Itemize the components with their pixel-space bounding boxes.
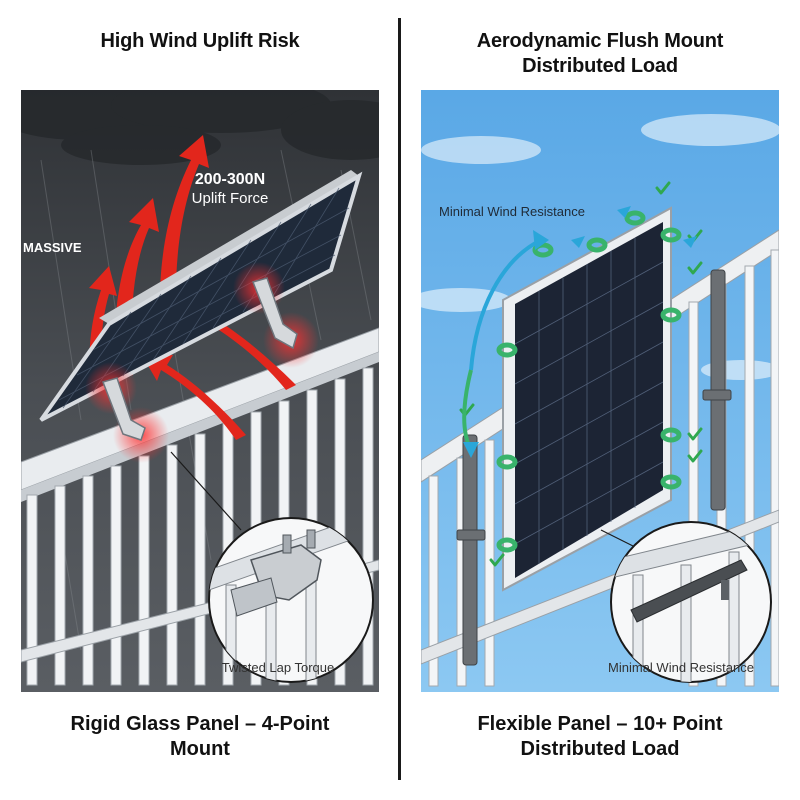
right-caption-line1: Flexible Panel – 10+ Point [477, 713, 723, 735]
force-callout: 200-300N Uplift Force [175, 170, 285, 208]
massive-label: MASSIVE [23, 240, 82, 255]
check-icon [687, 261, 703, 275]
inset-callout-line [170, 451, 242, 531]
check-icon [687, 427, 703, 441]
right-caption: Flexible Panel – 10+ Point Distributed L… [410, 712, 790, 762]
check-icon [655, 181, 671, 195]
railing-top-rail [21, 327, 379, 491]
flexible-panel-scene [421, 90, 779, 692]
right-inset-label: Minimal Wind Resistance [608, 660, 754, 675]
right-title-line2: Distributed Load [522, 55, 678, 77]
wind-arrow-1 [469, 238, 542, 371]
green-clips [496, 210, 682, 553]
right-caption-line2: Distributed Load [520, 738, 680, 760]
right-title: Aerodynamic Flush Mount Distributed Load [410, 29, 790, 79]
rigid-panel-scene [21, 90, 379, 692]
left-title-text: High Wind Uplift Risk [100, 30, 300, 52]
left-title: High Wind Uplift Risk [10, 29, 390, 54]
check-icon [489, 553, 505, 567]
wind-arrowheads [463, 206, 697, 458]
bracket-1 [102, 377, 146, 441]
check-icon [687, 449, 703, 463]
force-label: Uplift Force [191, 190, 269, 207]
railing-top-rail-side [21, 352, 379, 502]
rigid-solar-panel [39, 170, 363, 422]
uplift-arrow-4 [193, 310, 296, 390]
wind-resistance-label: Minimal Wind Resistance [439, 204, 585, 219]
left-caption: Rigid Glass Panel – 4-Point Mount [10, 712, 390, 762]
flexible-solar-panel [502, 206, 672, 592]
left-caption-line2: Mount [170, 738, 230, 760]
uplift-arrow-5 [143, 355, 246, 440]
bracket-2 [252, 277, 298, 350]
center-divider [398, 18, 401, 780]
right-title-line1: Aerodynamic Flush Mount [476, 30, 724, 52]
left-inset-label: Twisted Lap Torque [221, 660, 335, 675]
flexible-panel-illustration: Minimal Wind Resistance Minimal Wind Res… [421, 90, 779, 692]
mount-brackets [102, 277, 298, 441]
torque-detail-inset [208, 517, 374, 683]
mount-straps [456, 269, 732, 666]
rigid-panel-illustration: 200-300N Uplift Force MASSIVE Twisted La… [21, 90, 379, 692]
storm-clouds [21, 90, 379, 165]
left-caption-line1: Rigid Glass Panel – 4-Point [70, 713, 330, 735]
strap-detail-inset [610, 521, 772, 683]
force-value: 200-300N [194, 171, 266, 188]
